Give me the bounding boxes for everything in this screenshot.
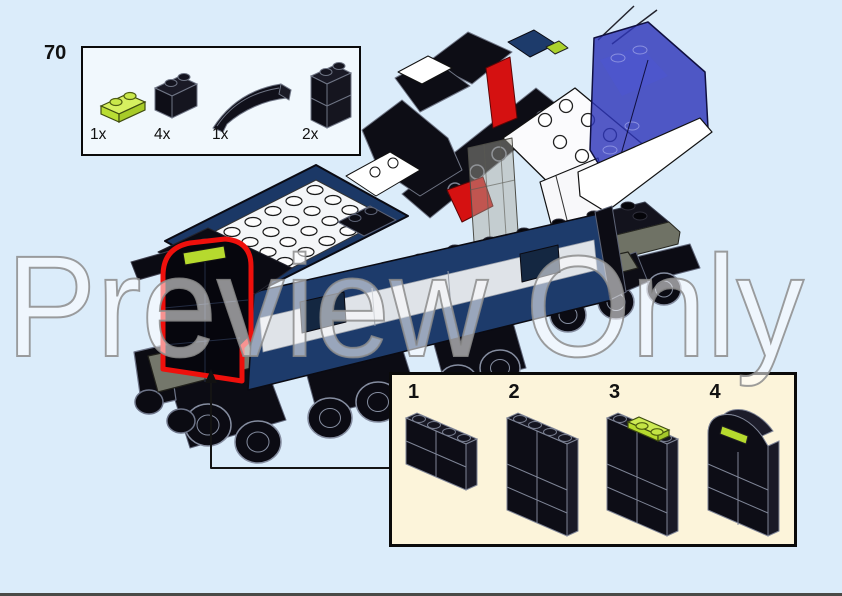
substep-4-assembly (706, 408, 779, 537)
part-count: 1x (90, 126, 107, 143)
lime-edge-under-curve (718, 425, 749, 445)
window (299, 291, 347, 334)
part-count: 1x (212, 126, 229, 143)
white-hull-edge (577, 117, 713, 213)
part-brick-1x2x2 (309, 62, 353, 129)
part-plate-1x2-lime (99, 91, 147, 123)
substep-1-assembly (404, 412, 479, 491)
red-piece-lower (446, 176, 494, 223)
parts-box: 1x 4x 1x 2x (81, 46, 361, 156)
red-piece-upper (485, 56, 518, 129)
parts-pieces (99, 62, 353, 133)
rear-superstructure (345, 5, 658, 223)
roof-black-brick (337, 205, 397, 237)
substep-number: 3 (609, 381, 621, 403)
side-stripe (259, 239, 598, 353)
lime-plate-on-top (626, 416, 671, 442)
substep-3: 3 (593, 375, 694, 544)
substep-number: 4 (709, 381, 721, 403)
step-number: 70 (44, 42, 67, 64)
substeps-box: 1 2 (389, 372, 797, 547)
substep-number: 2 (508, 381, 520, 403)
buffer (166, 408, 196, 434)
part-slope-curved-1x3 (212, 83, 292, 133)
roof-studs (202, 184, 377, 279)
substep-2-assembly (505, 412, 579, 537)
trans-blue-hull (577, 21, 713, 213)
substep-2: 2 (493, 375, 594, 544)
substep-1: 1 (392, 375, 493, 544)
lime-tile-rear (545, 40, 569, 55)
red-highlight-outline (160, 236, 254, 384)
train-front (160, 236, 254, 384)
part-brick-1x2 (153, 73, 199, 119)
substep-3-assembly (605, 412, 680, 537)
substep-4: 4 (694, 375, 795, 544)
lime-plate-front (182, 245, 227, 266)
page-bottom-border (0, 593, 842, 596)
part-count: 2x (302, 126, 319, 143)
trans-frame (467, 137, 519, 243)
part-count: 4x (154, 126, 171, 143)
callout-arrow (205, 369, 389, 469)
buffer (134, 389, 164, 415)
window (519, 244, 561, 283)
substep-number: 1 (408, 381, 420, 403)
